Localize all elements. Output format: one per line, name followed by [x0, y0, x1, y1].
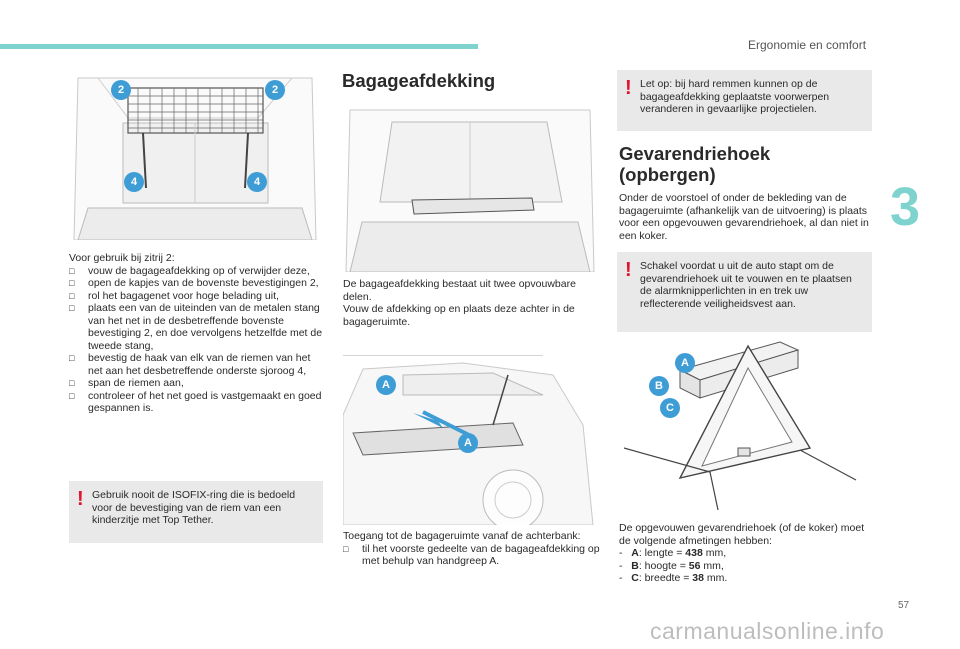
list-item: □til het voorste gedeelte van de bagagea… — [343, 542, 600, 568]
warning-triangle-title-line2: (opbergen) — [619, 164, 716, 185]
list-item: □plaats een van de uiteinden van de meta… — [69, 302, 323, 352]
luggage-cover-description: De bagageafdekking bestaat uit twee opvo… — [343, 278, 601, 328]
luggage-cover-title: Bagageafdekking — [342, 70, 496, 91]
isofix-warning-text: Gebruik nooit de ISOFIX-ring die is bedo… — [92, 489, 296, 526]
warning-icon: ! — [625, 259, 632, 281]
warning-icon: ! — [625, 77, 632, 99]
list-item: □controleer of het net goed is vastgemaa… — [69, 389, 322, 415]
rear-access-intro: Toegang tot de bagageruimte vanaf de ach… — [343, 530, 581, 542]
section-title: Ergonomie en comfort — [748, 38, 867, 52]
warning-triangle-illustration — [623, 341, 857, 511]
triangle-dimensions: De opgevouwen gevarendriehoek (of de kok… — [619, 522, 875, 585]
warning-triangle-title: Gevarendriehoek (opbergen) — [619, 143, 770, 185]
list-item: □vouw de bagageafdekking op of verwijder… — [69, 264, 310, 277]
list-item: - C: breedte = 38 mm. — [619, 572, 728, 584]
callout-badge-c: C — [660, 398, 680, 418]
callout-badge-b: B — [649, 376, 669, 396]
list-item: □open de kapjes van de bovenste bevestig… — [69, 277, 319, 289]
list-item: □span de riemen aan, — [69, 377, 184, 389]
list-item: - A: lengte = 438 mm, — [619, 547, 727, 559]
cargo-net-illustration — [73, 77, 317, 240]
hazard-lights-warning-box: ! Schakel voordat u uit de auto stapt om… — [617, 252, 872, 332]
callout-badge-a: A — [675, 353, 695, 373]
hazard-lights-warning-text: Schakel voordat u uit de auto stapt om d… — [640, 260, 852, 310]
warning-triangle-storage-text: Onder de voorstoel of onder de bekleding… — [619, 192, 869, 242]
header-accent-bar — [0, 44, 478, 49]
watermark: carmanualsonline.info — [650, 618, 885, 644]
list-item: - B: hoogte = 56 mm, — [619, 559, 724, 572]
list-item: □rol het bagagenet voor hoge belading ui… — [69, 289, 279, 302]
warning-icon: ! — [77, 488, 84, 510]
cargo-net-instructions: Voor gebruik bij zitrij 2: □vouw de baga… — [69, 252, 325, 415]
callout-badge-4-left: 4 — [124, 172, 144, 192]
warning-triangle-title-line1: Gevarendriehoek — [619, 143, 771, 164]
rear-access-instructions: Toegang tot de bagageruimte vanaf de ach… — [343, 530, 601, 568]
triangle-dimensions-intro: De opgevouwen gevarendriehoek (of de kok… — [619, 522, 865, 547]
list-item: □bevestig de haak van elk van de riemen … — [69, 352, 311, 377]
callout-badge-handle-a-top: A — [376, 375, 396, 395]
projectile-warning-box: ! Let op: bij hard remmen kunnen op de b… — [617, 70, 872, 131]
chapter-number: 3 — [890, 177, 921, 237]
projectile-warning-text: Let op: bij hard remmen kunnen op de bag… — [640, 78, 830, 115]
page-number: 57 — [898, 600, 910, 611]
cargo-net-intro: Voor gebruik bij zitrij 2: — [69, 252, 175, 264]
callout-badge-4-right: 4 — [247, 172, 267, 192]
isofix-warning-box: ! Gebruik nooit de ISOFIX-ring die is be… — [69, 481, 323, 543]
callout-badge-handle-a-bottom: A — [458, 433, 478, 453]
callout-badge-2-left: 2 — [111, 80, 131, 100]
luggage-cover-illustration — [345, 109, 595, 272]
callout-badge-2-right: 2 — [265, 80, 285, 100]
luggage-cover-para1: De bagageafdekking bestaat uit twee opvo… — [343, 278, 576, 303]
luggage-cover-para2: Vouw de afdekking op en plaats deze acht… — [343, 303, 575, 328]
